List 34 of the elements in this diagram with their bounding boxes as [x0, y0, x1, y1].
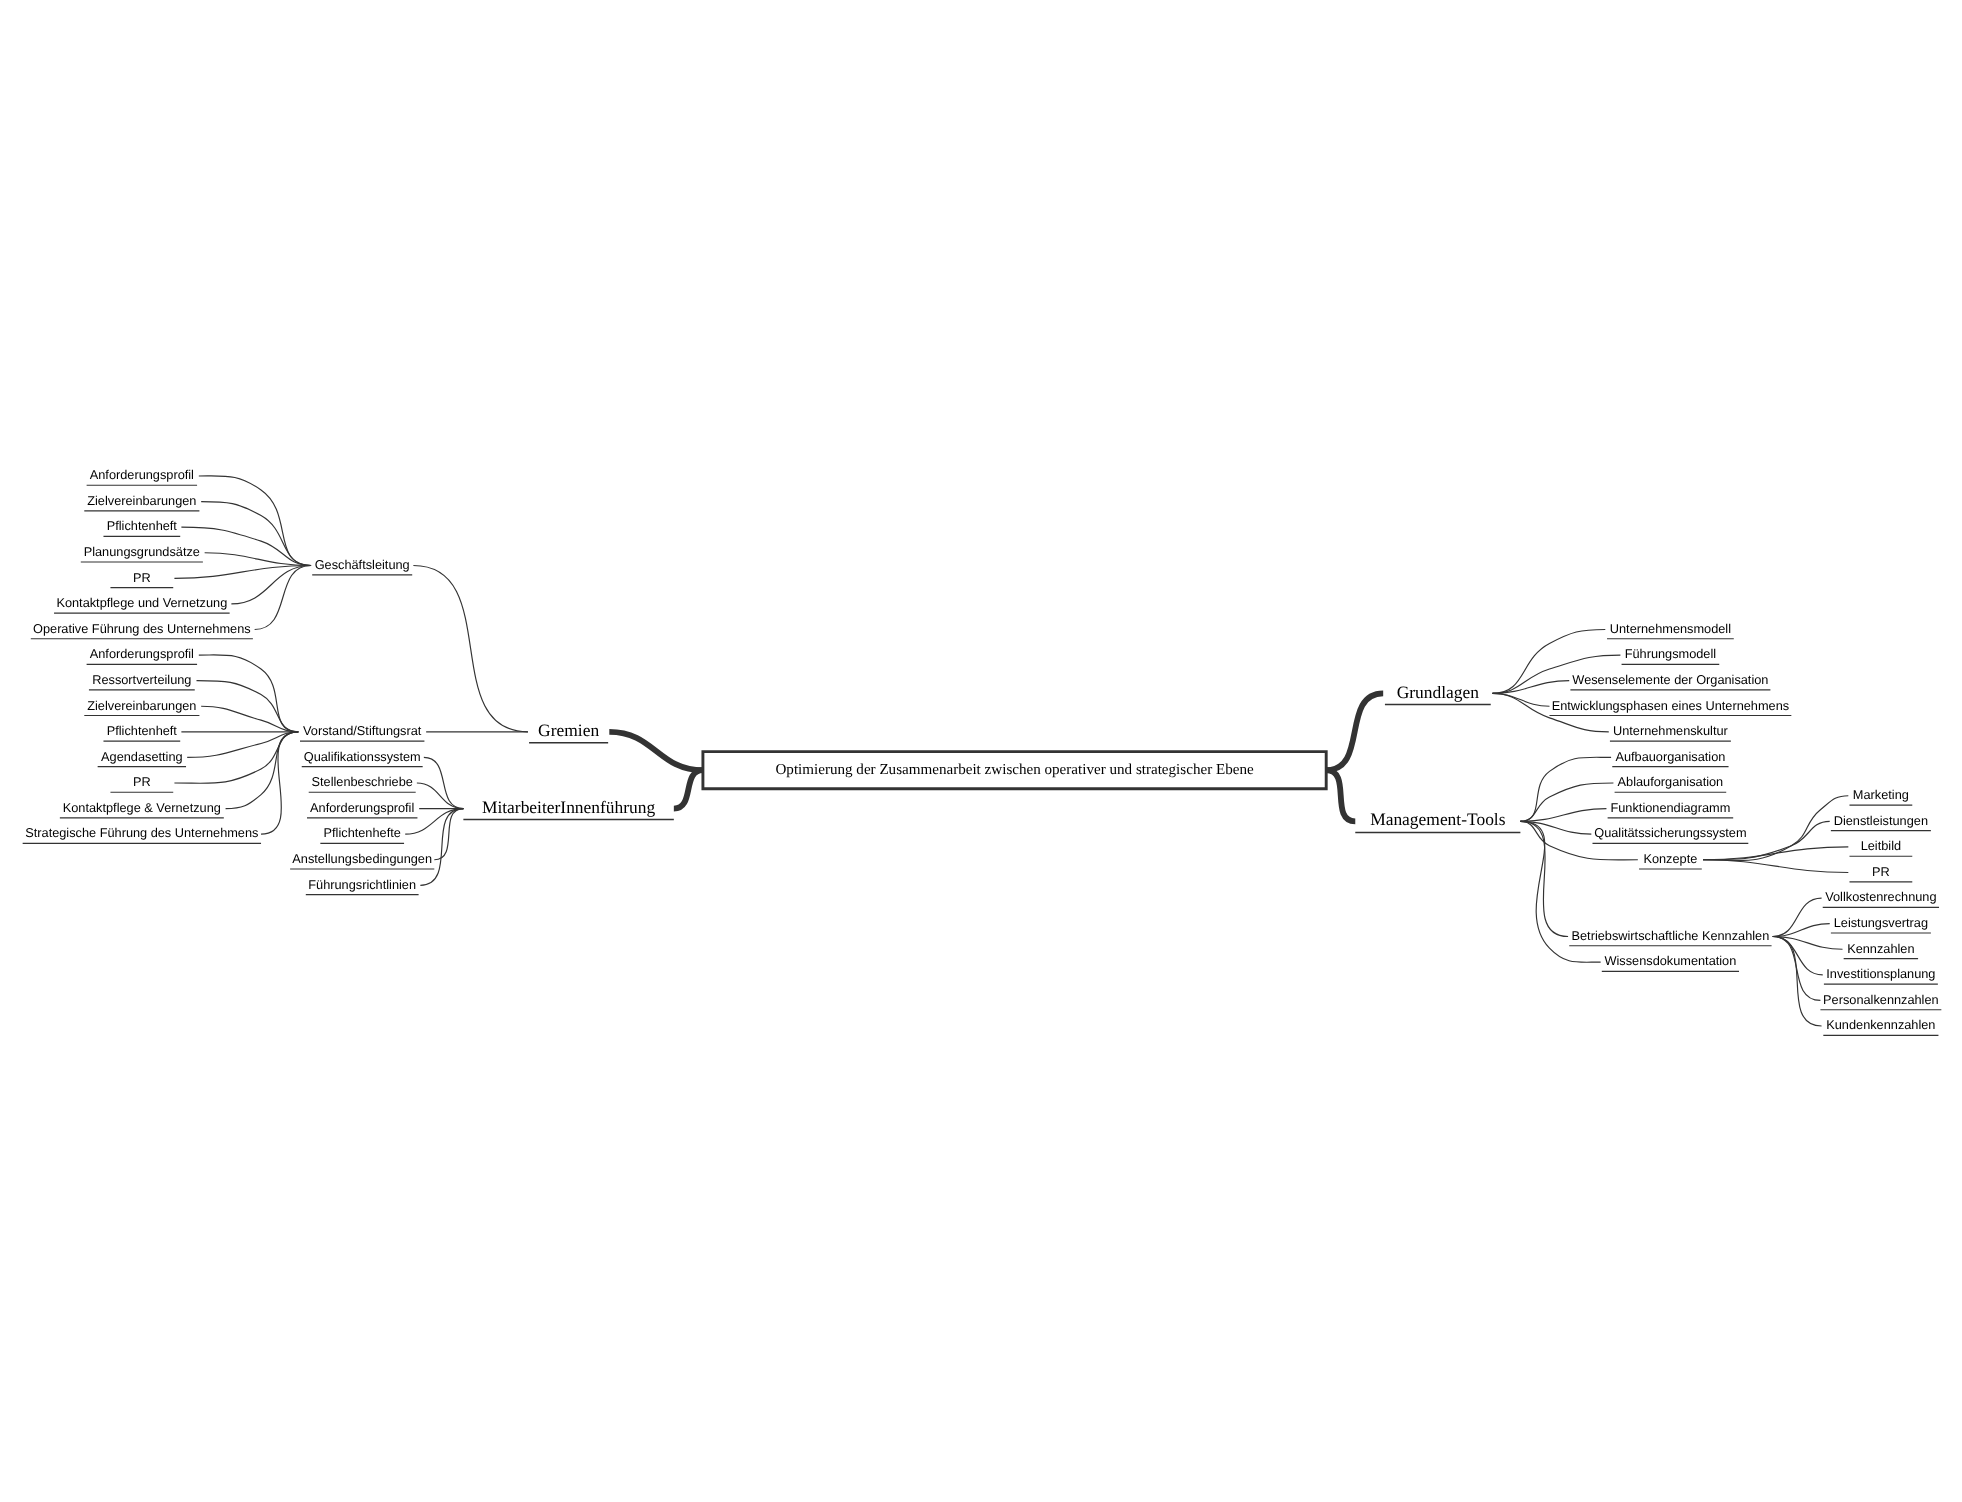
node-text: Management-Tools [1369, 809, 1505, 830]
connector [1518, 820, 1601, 963]
connector [224, 731, 298, 810]
connector [1324, 690, 1383, 774]
connector [1771, 897, 1822, 938]
connector [1490, 692, 1609, 733]
connector [259, 731, 298, 835]
connector [185, 731, 298, 758]
connector [432, 807, 463, 861]
connector [418, 807, 463, 886]
connector [1324, 767, 1355, 825]
connector [1701, 859, 1848, 874]
connector [424, 731, 528, 733]
connector [1771, 935, 1822, 1027]
connector [422, 756, 463, 810]
connector [1518, 782, 1613, 822]
connector [403, 807, 463, 835]
connector [417, 807, 463, 810]
connector [1518, 756, 1611, 822]
connector [411, 564, 528, 733]
node-text: Grundlagen [1395, 681, 1479, 702]
connector [172, 731, 298, 784]
connector [197, 475, 311, 567]
connector [194, 680, 298, 733]
connector [415, 782, 463, 810]
node-text: Gremien [537, 719, 599, 740]
connector [229, 564, 311, 605]
connector [253, 564, 311, 631]
connector [608, 728, 703, 774]
node-text: MitarbeiterInnenführung [480, 796, 655, 817]
connector [1490, 628, 1605, 695]
connector [179, 526, 311, 567]
connector [672, 767, 703, 812]
connector [179, 731, 298, 733]
